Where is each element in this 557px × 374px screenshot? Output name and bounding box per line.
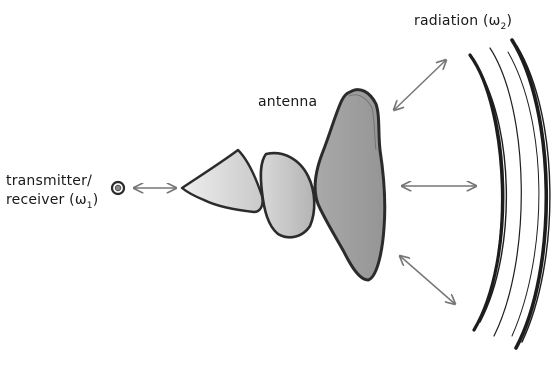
antenna-segment-3: [315, 90, 385, 280]
radiation-wavefront-icon: [470, 40, 550, 348]
transmitter-label: transmitter/: [6, 172, 92, 190]
receiver-label: receiver (ω1): [6, 191, 98, 209]
antenna-label: antenna: [258, 93, 317, 111]
radiation-label: radiation (ω2): [414, 12, 512, 30]
radiation-arrow-up: [394, 60, 446, 110]
radiation-arrow-down: [400, 256, 455, 304]
antenna-segment-2: [261, 153, 314, 237]
antenna-segment-1: [182, 150, 263, 212]
transmitter-source-icon: [112, 182, 124, 194]
